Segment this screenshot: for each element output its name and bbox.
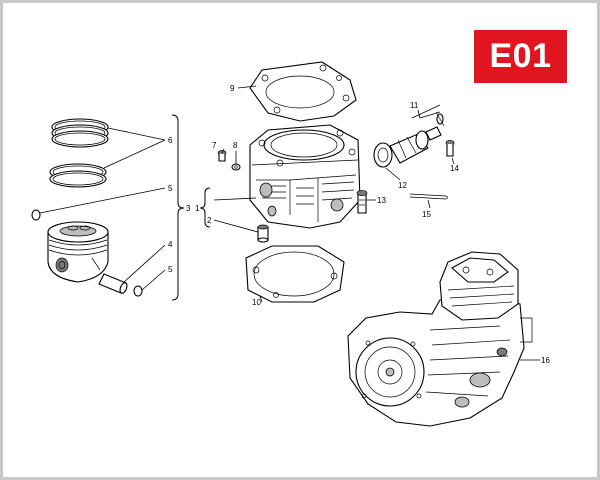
callout-5-lower: 5 bbox=[168, 265, 173, 274]
callout-11: 11 bbox=[410, 101, 419, 110]
clip-15 bbox=[409, 193, 448, 200]
leader-lines bbox=[39, 85, 540, 361]
stud-bolt-7 bbox=[217, 150, 227, 162]
brace-group-1 bbox=[199, 187, 211, 228]
callout-2: 2 bbox=[207, 216, 212, 225]
washer-8 bbox=[231, 163, 241, 171]
callout-1: 1 bbox=[195, 204, 200, 213]
callout-16: 16 bbox=[541, 356, 550, 365]
piston bbox=[47, 221, 109, 283]
callout-12: 12 bbox=[398, 181, 407, 190]
callout-9: 9 bbox=[230, 84, 235, 93]
cylinder-head-gasket bbox=[249, 61, 357, 122]
callout-4: 4 bbox=[168, 240, 173, 249]
circlip-upper bbox=[31, 209, 41, 221]
hose-clamp bbox=[411, 104, 445, 127]
screw-14 bbox=[445, 140, 455, 157]
brace-group-3 bbox=[171, 114, 185, 301]
cylinder-base-gasket bbox=[245, 245, 345, 303]
callout-13: 13 bbox=[377, 196, 386, 205]
callout-6: 6 bbox=[168, 136, 173, 145]
fitting-2 bbox=[257, 224, 269, 243]
engine-assembly bbox=[347, 251, 533, 427]
thermostat bbox=[373, 126, 442, 168]
callout-5-upper: 5 bbox=[168, 184, 173, 193]
callout-15: 15 bbox=[422, 210, 431, 219]
circlip-lower bbox=[133, 285, 143, 297]
callout-10: 10 bbox=[252, 298, 261, 307]
section-badge: E01 bbox=[474, 30, 567, 83]
callout-7: 7 bbox=[212, 141, 217, 150]
callout-8: 8 bbox=[233, 141, 238, 150]
callout-3: 3 bbox=[186, 204, 191, 213]
piston-rings bbox=[49, 118, 109, 188]
piston-pin bbox=[98, 273, 128, 294]
callout-14: 14 bbox=[450, 164, 459, 173]
cylinder bbox=[249, 124, 361, 229]
screw-13 bbox=[356, 190, 368, 214]
